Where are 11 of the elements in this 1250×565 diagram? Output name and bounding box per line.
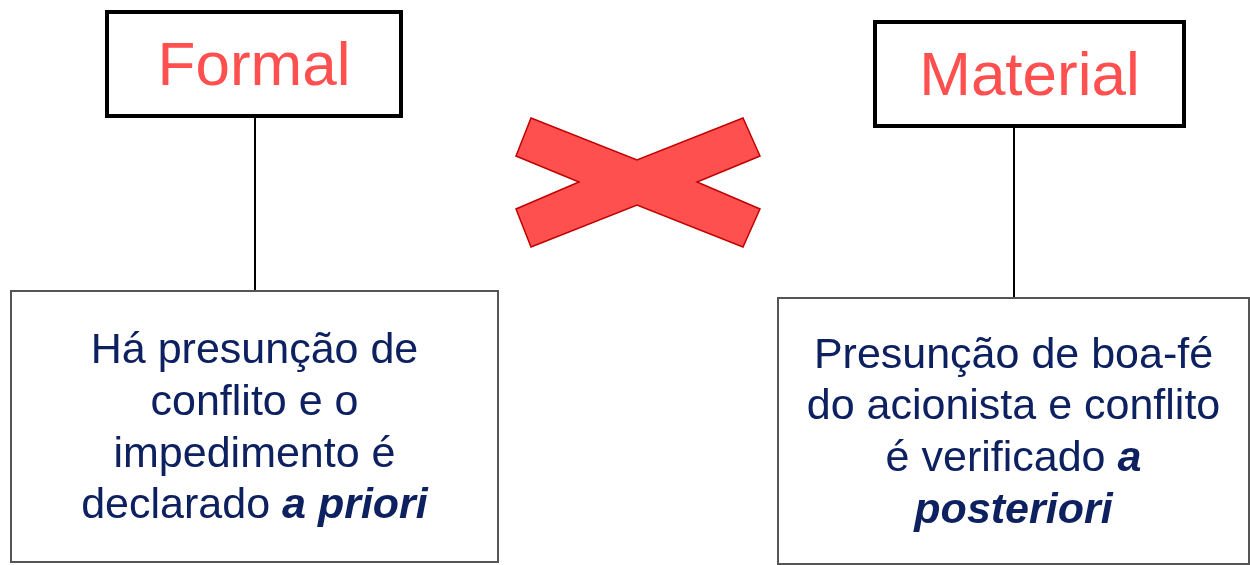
heading-text: Formal xyxy=(157,33,351,95)
heading-box xyxy=(105,10,403,118)
cross-mark xyxy=(515,117,761,248)
text-box xyxy=(10,290,499,563)
heading-text: Material xyxy=(919,43,1140,105)
description-text: Presunção de boa-fé do acionista e conflito é verificado a posteriori xyxy=(805,327,1222,534)
heading-box xyxy=(873,20,1186,128)
text-box xyxy=(777,297,1250,565)
description-text: Há presunção de conflito e o impedimento é declarado a priori xyxy=(80,323,430,530)
connector-line xyxy=(254,117,256,291)
connector-line xyxy=(1013,127,1015,298)
